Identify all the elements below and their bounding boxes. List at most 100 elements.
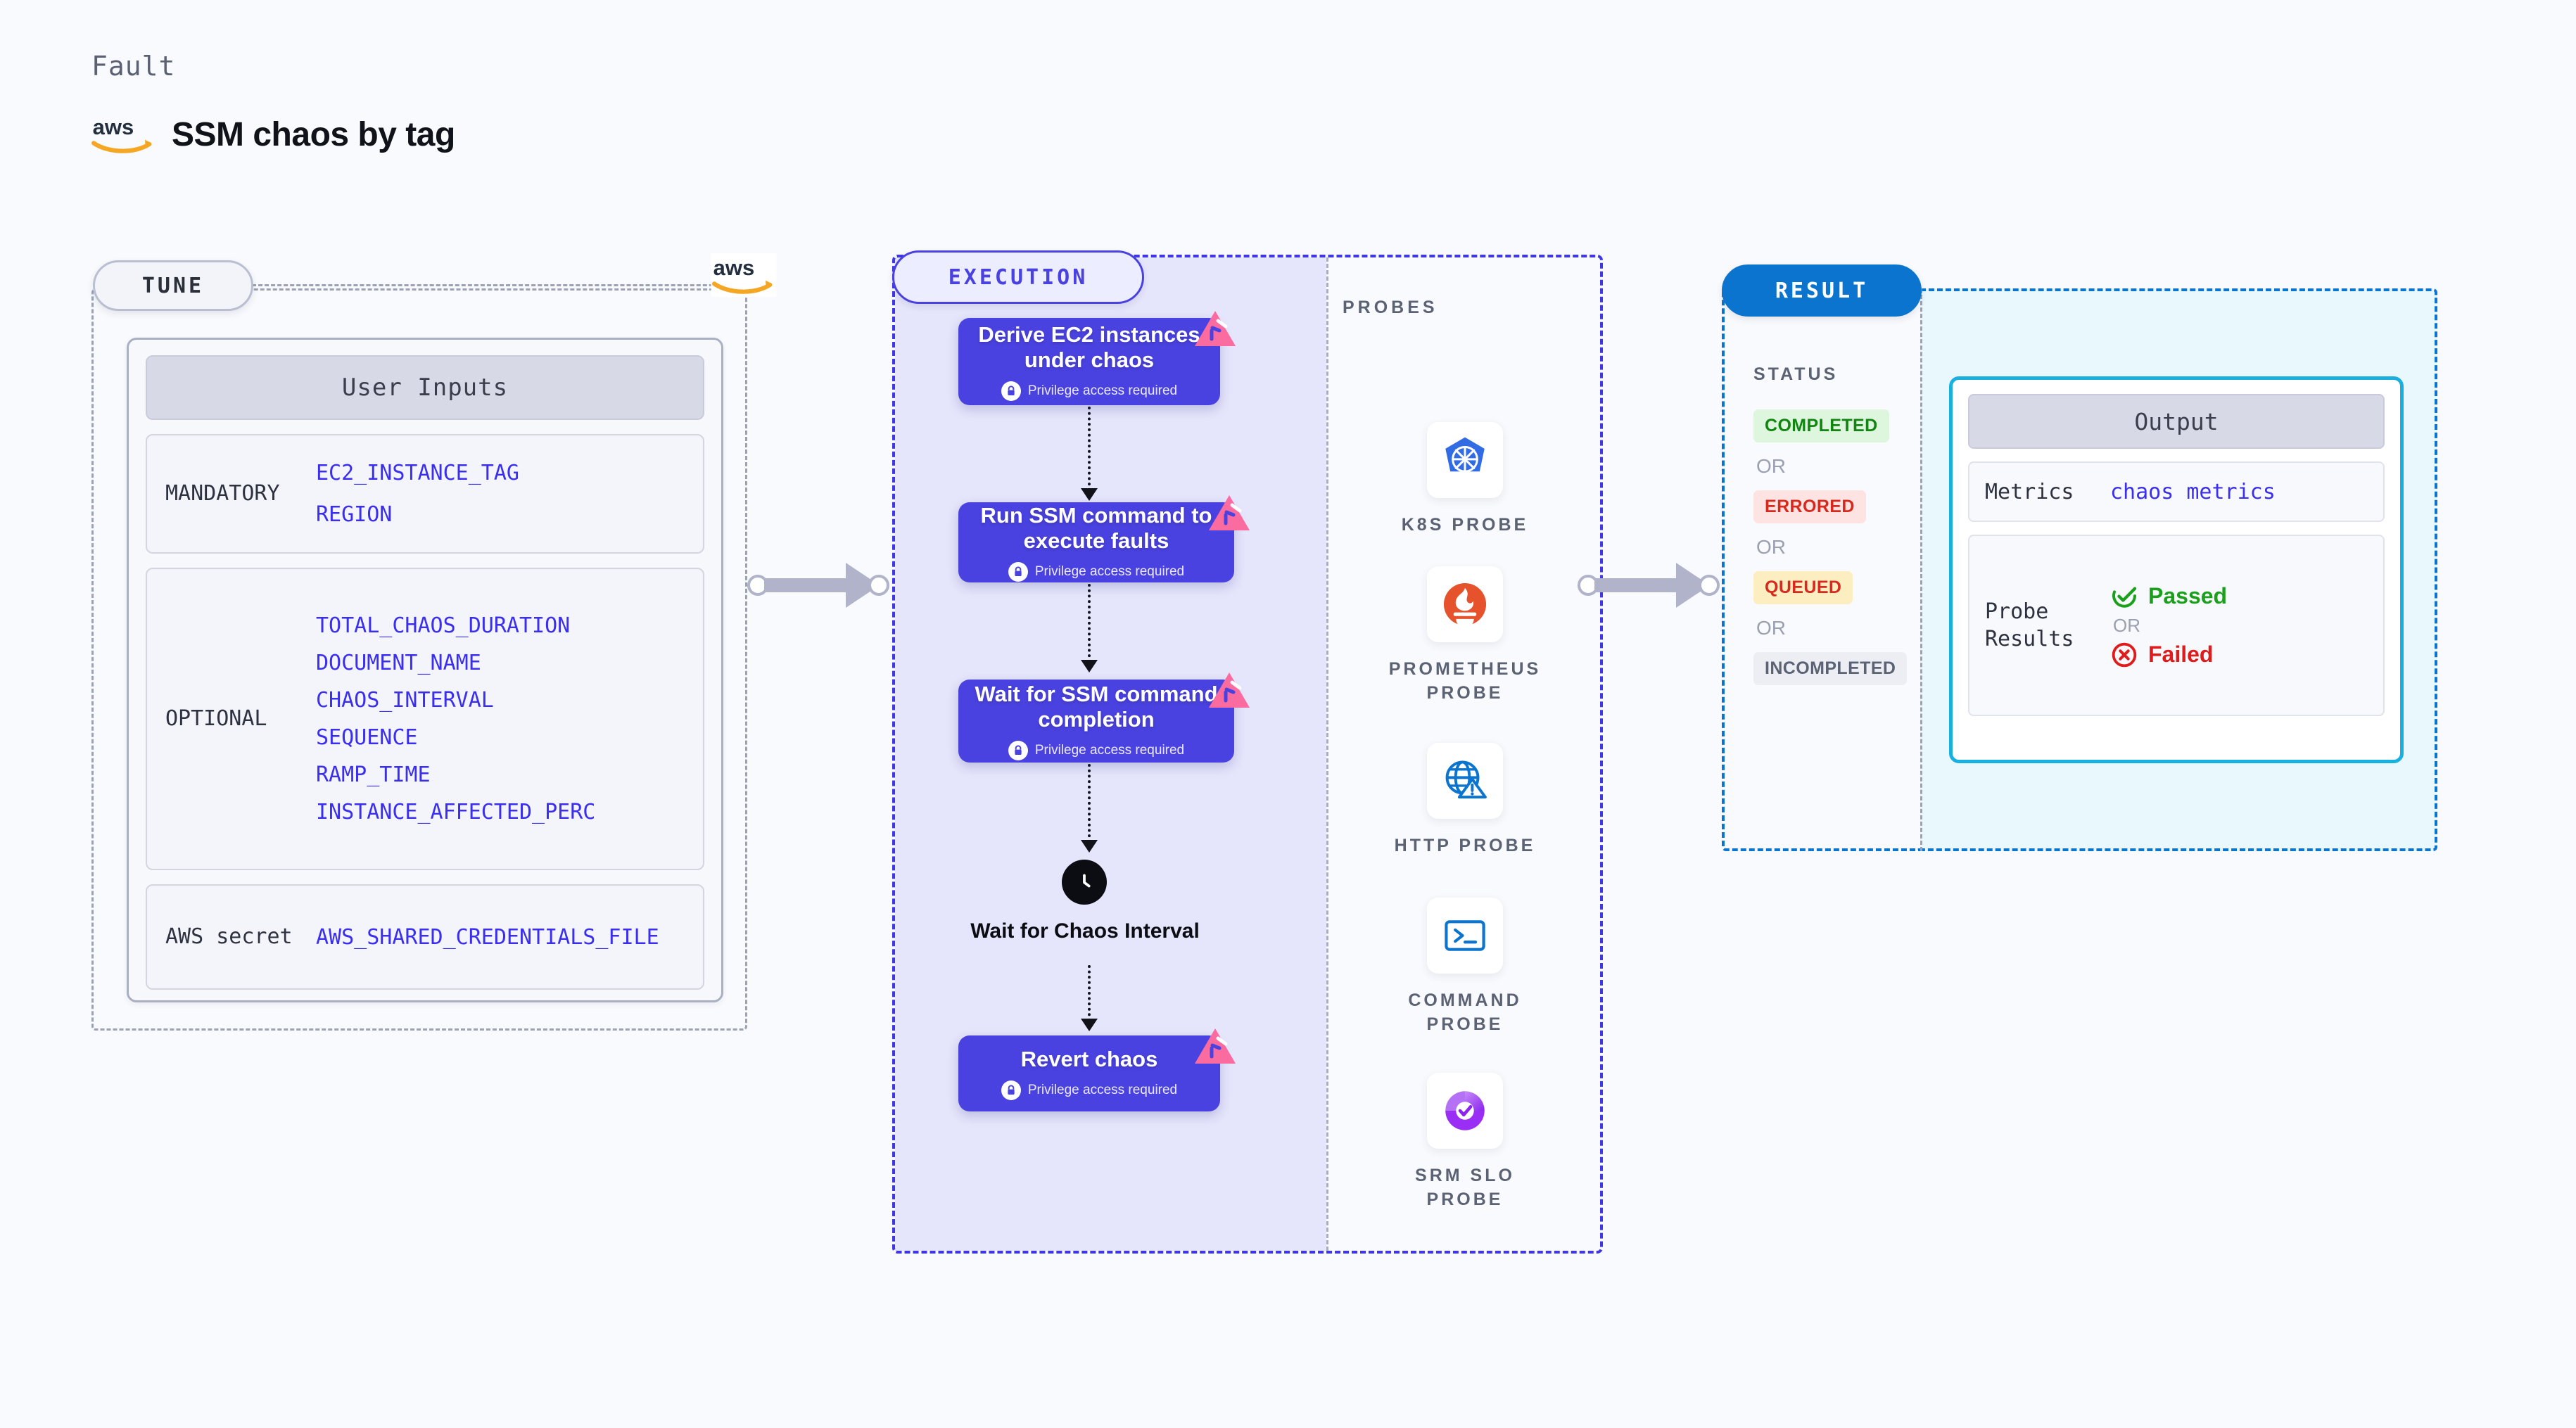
probes-section-label: PROBES [1343,298,1438,317]
or-separator: OR [1756,455,1786,477]
svg-text:aws: aws [713,255,755,280]
user-inputs-header: User Inputs [146,355,704,420]
clock-icon [1062,860,1107,905]
probe-result-passed: Passed [2110,582,2227,611]
chaos-corner-icon [1209,495,1250,530]
probe-item-prometheus[interactable]: PROMETHEUS PROBE [1381,566,1549,706]
probe-item-srm-slo[interactable]: SRM SLO PROBE [1381,1073,1549,1212]
node-privilege-note: Privilege access required [1001,381,1178,402]
or-separator: OR [1756,617,1786,639]
param-value[interactable]: CHAOS_INTERVAL [316,688,494,713]
tune-dash-connector [252,284,751,286]
chaos-corner-icon [1195,1028,1236,1064]
status-list: COMPLETED OR ERRORED OR QUEUED OR INCOMP… [1753,409,1915,685]
node-privilege-note: Privilege access required [1008,741,1185,761]
lock-icon [1001,381,1021,402]
param-group-optional: OPTIONAL TOTAL_CHAOS_DURATION DOCUMENT_N… [146,568,704,870]
lock-icon [1008,562,1028,582]
node-title: Revert chaos [1020,1046,1158,1071]
node-title: Wait for SSM command completion [975,681,1218,732]
connector-stem [764,578,849,592]
tune-region-border [91,288,747,1031]
terminal-icon [1427,898,1503,974]
node-title: Run SSM command to execute faults [980,502,1212,553]
failed-label: Failed [2148,642,2214,667]
result-inner-divider [1920,288,1922,851]
probe-label: PROMETHEUS PROBE [1388,659,1542,703]
param-group-label: MANDATORY [165,480,280,506]
status-badge-errored: ERRORED [1753,490,1866,523]
output-row-probe-results: Probe Results Passed OR Failed [1968,535,2385,716]
privilege-text: Privilege access required [1034,564,1185,580]
param-value[interactable]: DOCUMENT_NAME [316,651,481,675]
probe-item-k8s[interactable]: K8S PROBE [1381,422,1549,537]
connector-dot [868,575,889,596]
svg-text:aws: aws [93,115,134,139]
output-header: Output [1968,394,2385,449]
param-value[interactable]: AWS_SHARED_CREDENTIALS_FILE [316,924,659,950]
param-group-label: AWS secret [165,924,293,949]
connector-dot [1699,575,1720,596]
lock-icon [1001,1080,1021,1101]
execution-node[interactable]: Revert chaos Privilege access required [958,1035,1220,1111]
param-value[interactable]: SEQUENCE [316,725,418,750]
param-value[interactable]: INSTANCE_AFFECTED_PERC [316,800,596,824]
execution-node[interactable]: Run SSM command to execute faults Privil… [958,502,1234,582]
output-key: Metrics [1985,479,2074,504]
page-title-row: aws SSM chaos by tag [90,113,455,156]
param-value[interactable]: EC2_INSTANCE_TAG [316,461,519,485]
param-group-mandatory: MANDATORY EC2_INSTANCE_TAG REGION [146,434,704,554]
or-separator: OR [2113,614,2140,636]
execution-region-border [892,255,1603,1254]
privilege-text: Privilege access required [1034,743,1185,758]
param-value[interactable]: RAMP_TIME [316,763,431,787]
flow-connector [1088,407,1091,491]
param-value[interactable]: REGION [316,502,393,527]
prometheus-icon [1427,566,1503,642]
or-separator: OR [1756,536,1786,558]
status-badge-incompleted: INCOMPLETED [1753,652,1908,685]
connector-stem [1594,578,1679,592]
page-title: SSM chaos by tag [172,115,455,153]
privilege-text: Privilege access required [1027,383,1178,399]
flow-arrowhead [1081,840,1098,853]
probe-label: HTTP PROBE [1394,836,1536,855]
probe-label: COMMAND PROBE [1408,990,1522,1034]
node-privilege-note: Privilege access required [1008,562,1184,582]
execution-node[interactable]: Wait for SSM command completion Privileg… [958,680,1234,763]
lock-icon [1008,741,1028,761]
wait-step-title: Wait for Chaos Interval [970,919,1200,943]
passed-label: Passed [2148,583,2228,608]
fault-kicker: Fault [91,51,176,82]
kubernetes-icon [1427,422,1503,498]
x-circle-icon [2112,642,2137,667]
output-value-metrics[interactable]: chaos metrics [2110,479,2276,504]
user-inputs-card: User Inputs MANDATORY EC2_INSTANCE_TAG R… [127,338,723,1002]
status-badge-completed: COMPLETED [1753,409,1889,442]
chaos-corner-icon [1195,311,1236,346]
param-group-aws-secret: AWS secret AWS_SHARED_CREDENTIALS_FILE [146,884,704,990]
probes-divider [1326,257,1328,1251]
flow-arrowhead [1081,488,1098,501]
srm-slo-icon [1427,1073,1503,1149]
aws-logo-icon: aws [91,115,152,153]
probe-result-failed: Failed [2110,641,2227,669]
execution-node[interactable]: Derive EC2 instances under chaos Privile… [958,318,1220,405]
status-badge-queued: QUEUED [1753,571,1853,604]
output-card: Output Metrics chaos metrics Probe Resul… [1949,376,2404,763]
probe-item-command[interactable]: COMMAND PROBE [1381,898,1549,1037]
status-section-label: STATUS [1753,364,1839,384]
probe-item-http[interactable]: HTTP PROBE [1381,743,1549,858]
flow-connector [1088,764,1091,843]
param-value[interactable]: TOTAL_CHAOS_DURATION [316,613,571,638]
chaos-corner-icon [1209,672,1250,708]
globe-warning-icon [1427,743,1503,819]
connector-tune-to-execution [747,563,895,608]
result-pill[interactable]: RESULT [1722,264,1922,317]
execution-pill[interactable]: EXECUTION [892,250,1144,304]
flow-connector [1088,965,1091,1021]
probe-label: K8S PROBE [1401,515,1529,535]
tune-pill[interactable]: TUNE [93,260,253,311]
output-row-metrics: Metrics chaos metrics [1968,461,2385,522]
